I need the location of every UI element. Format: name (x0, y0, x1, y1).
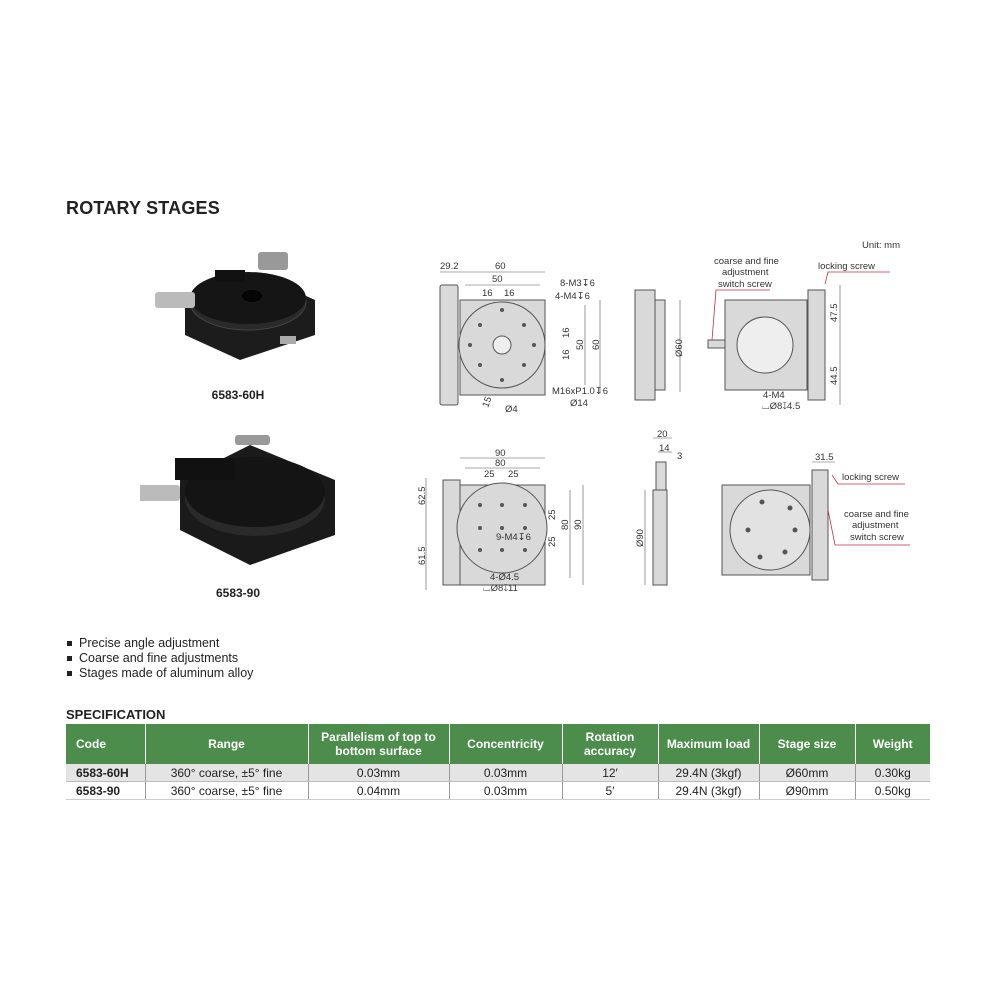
dim-label: 3 (677, 451, 682, 462)
dim-label: 16 (561, 327, 572, 338)
dim-label: 16 (561, 349, 572, 360)
dim-label: Ø14 (570, 398, 588, 409)
dim-label: 4-M4 (763, 390, 785, 401)
annotation: locking screw (842, 472, 899, 483)
table-cell: 5′ (561, 781, 658, 800)
column-header: Range (144, 724, 308, 764)
column-header: Rotation accuracy (561, 724, 658, 764)
dim-label: M16xP1.0↧6 (552, 386, 608, 397)
column-header: Concentricity (448, 724, 562, 764)
spec-table: Code Range Parallelism of top to bottom … (66, 724, 930, 800)
dim-label: 60 (591, 339, 602, 350)
dim-label: 44.5 (829, 367, 840, 386)
unit-label: Unit: mm (862, 240, 900, 251)
annotation: switch screw (718, 279, 772, 290)
dim-label: 50 (575, 339, 586, 350)
dim-label: 60 (495, 261, 506, 272)
annotation: switch screw (850, 532, 904, 543)
dim-label: Ø60 (674, 339, 685, 357)
table-cell: 0.04mm (307, 781, 449, 800)
dim-label: 62.5 (417, 487, 428, 506)
table-cell: 29.4N (3kgf) (657, 764, 759, 782)
table-cell: 6583-60H (66, 764, 145, 782)
annotation: coarse and fine (714, 256, 779, 267)
dim-label: 29.2 (440, 261, 459, 272)
column-header: Weight (854, 724, 930, 764)
dim-label: 90 (573, 519, 584, 530)
dim-label: 25 (547, 509, 558, 520)
product-photos (140, 252, 335, 565)
dim-label: ⌴Ø8↧4.5 (762, 401, 800, 412)
table-cell: 29.4N (3kgf) (657, 781, 759, 800)
feature-item: Stages made of aluminum alloy (66, 666, 253, 681)
dim-label: 90 (495, 448, 506, 459)
dim-label: 80 (495, 458, 506, 469)
dim-label: 80 (560, 519, 571, 530)
column-header: Stage size (758, 724, 855, 764)
table-cell: 0.03mm (307, 764, 449, 782)
table-cell: 12′ (561, 764, 658, 782)
feature-item: Precise angle adjustment (66, 636, 253, 651)
dim-label: 50 (492, 274, 503, 285)
column-header: Maximum load (657, 724, 759, 764)
table-cell: Ø60mm (758, 764, 855, 782)
table-header-row: Code Range Parallelism of top to bottom … (66, 724, 930, 764)
page-title: ROTARY STAGES (66, 198, 220, 218)
table-cell: Ø90mm (758, 781, 855, 800)
dim-label: 9-M4↧6 (496, 532, 531, 543)
dim-label: 4-Ø4.5 (490, 572, 519, 583)
product-label: 6583-90 (215, 586, 261, 600)
dim-label: Ø4 (505, 404, 518, 415)
table-cell: 6583-90 (66, 781, 145, 800)
table-cell: 360° coarse, ±5° fine (144, 764, 308, 782)
dim-label: 8-M3↧6 (560, 278, 595, 289)
table-cell: 0.50kg (854, 781, 930, 800)
column-header: Parallelism of top to bottom surface (307, 724, 449, 764)
photo-6583-60h (155, 252, 315, 360)
table-cell: 0.03mm (448, 781, 562, 800)
dim-label: 31.5 (815, 452, 834, 463)
table-cell: 360° coarse, ±5° fine (144, 781, 308, 800)
dim-label: 47.5 (829, 304, 840, 323)
dim-label: ⌴Ø8↧11 (483, 583, 518, 594)
annotation: coarse and fine (844, 509, 909, 520)
dim-label: 4-M4↧6 (555, 291, 590, 302)
annotation: adjustment (852, 520, 899, 531)
column-header: Code (66, 724, 145, 764)
annotation: locking screw (818, 261, 875, 272)
table-row: 6583-60H 360° coarse, ±5° fine 0.03mm 0.… (66, 764, 930, 782)
spec-heading: SPECIFICATION (66, 707, 166, 722)
dim-label: 16 (504, 288, 515, 299)
feature-item: Coarse and fine adjustments (66, 651, 253, 666)
table-cell: 0.30kg (854, 764, 930, 782)
dim-label: 25 (484, 469, 495, 480)
dim-label: 15 (480, 395, 494, 409)
table-row: 6583-90 360° coarse, ±5° fine 0.04mm 0.0… (66, 781, 930, 800)
dim-label: 25 (547, 536, 558, 547)
dim-label: 61.5 (417, 547, 428, 566)
dim-label: Ø90 (635, 529, 646, 547)
dim-label: 25 (508, 469, 519, 480)
dim-label: 14 (659, 443, 670, 454)
table-cell: 0.03mm (448, 764, 562, 782)
product-label: 6583-60H (211, 388, 265, 402)
annotation: adjustment (722, 267, 769, 278)
dim-label: 16 (482, 288, 493, 299)
dim-label: 20 (657, 429, 668, 440)
feature-list: Precise angle adjustment Coarse and fine… (66, 636, 253, 681)
photo-6583-90 (140, 435, 335, 565)
